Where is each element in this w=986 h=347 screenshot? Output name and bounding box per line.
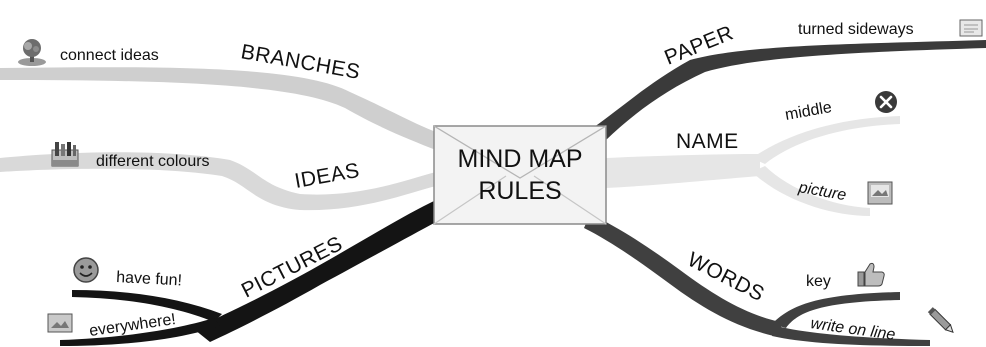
picture-icon [47, 313, 73, 333]
branch-words [584, 214, 784, 338]
smiley-icon [73, 257, 99, 283]
sub-label-have-fun: have fun! [116, 269, 183, 289]
branch-branches [0, 67, 436, 150]
thumbs-up-icon [857, 262, 885, 287]
branch-words-sub-bottom [772, 326, 930, 346]
tree-icon [18, 39, 46, 66]
sub-label-connect-ideas: connect ideas [60, 47, 159, 64]
central-node: MIND MAP RULES [433, 125, 607, 225]
branch-pictures-sub-top [72, 290, 222, 322]
colour-pencils-icon [51, 142, 79, 167]
branch-paper [590, 40, 986, 140]
branch-words-sub-top [772, 292, 900, 328]
sub-label-turned-sideways: turned sideways [798, 21, 914, 38]
branch-pictures-sub-bottom [60, 318, 220, 346]
close-icon [875, 91, 897, 113]
landscape-paper-icon [959, 19, 983, 37]
image-icon [867, 181, 893, 205]
branch-ideas [0, 152, 436, 211]
branch-name-sub-top [752, 116, 900, 164]
branch-name [606, 154, 760, 188]
sub-label-different-colours: different colours [96, 153, 210, 170]
branch-label-ideas: IDEAS [293, 159, 362, 193]
branch-pictures [195, 200, 436, 342]
center-title-line2: RULES [478, 177, 561, 205]
sub-label-key: key [806, 273, 831, 290]
branch-label-name: NAME [676, 130, 739, 153]
pencil-icon [927, 307, 954, 334]
center-title-line1: MIND MAP [458, 145, 583, 173]
branch-name-sub-bottom [752, 166, 870, 216]
sub-label-middle: middle [784, 99, 833, 124]
